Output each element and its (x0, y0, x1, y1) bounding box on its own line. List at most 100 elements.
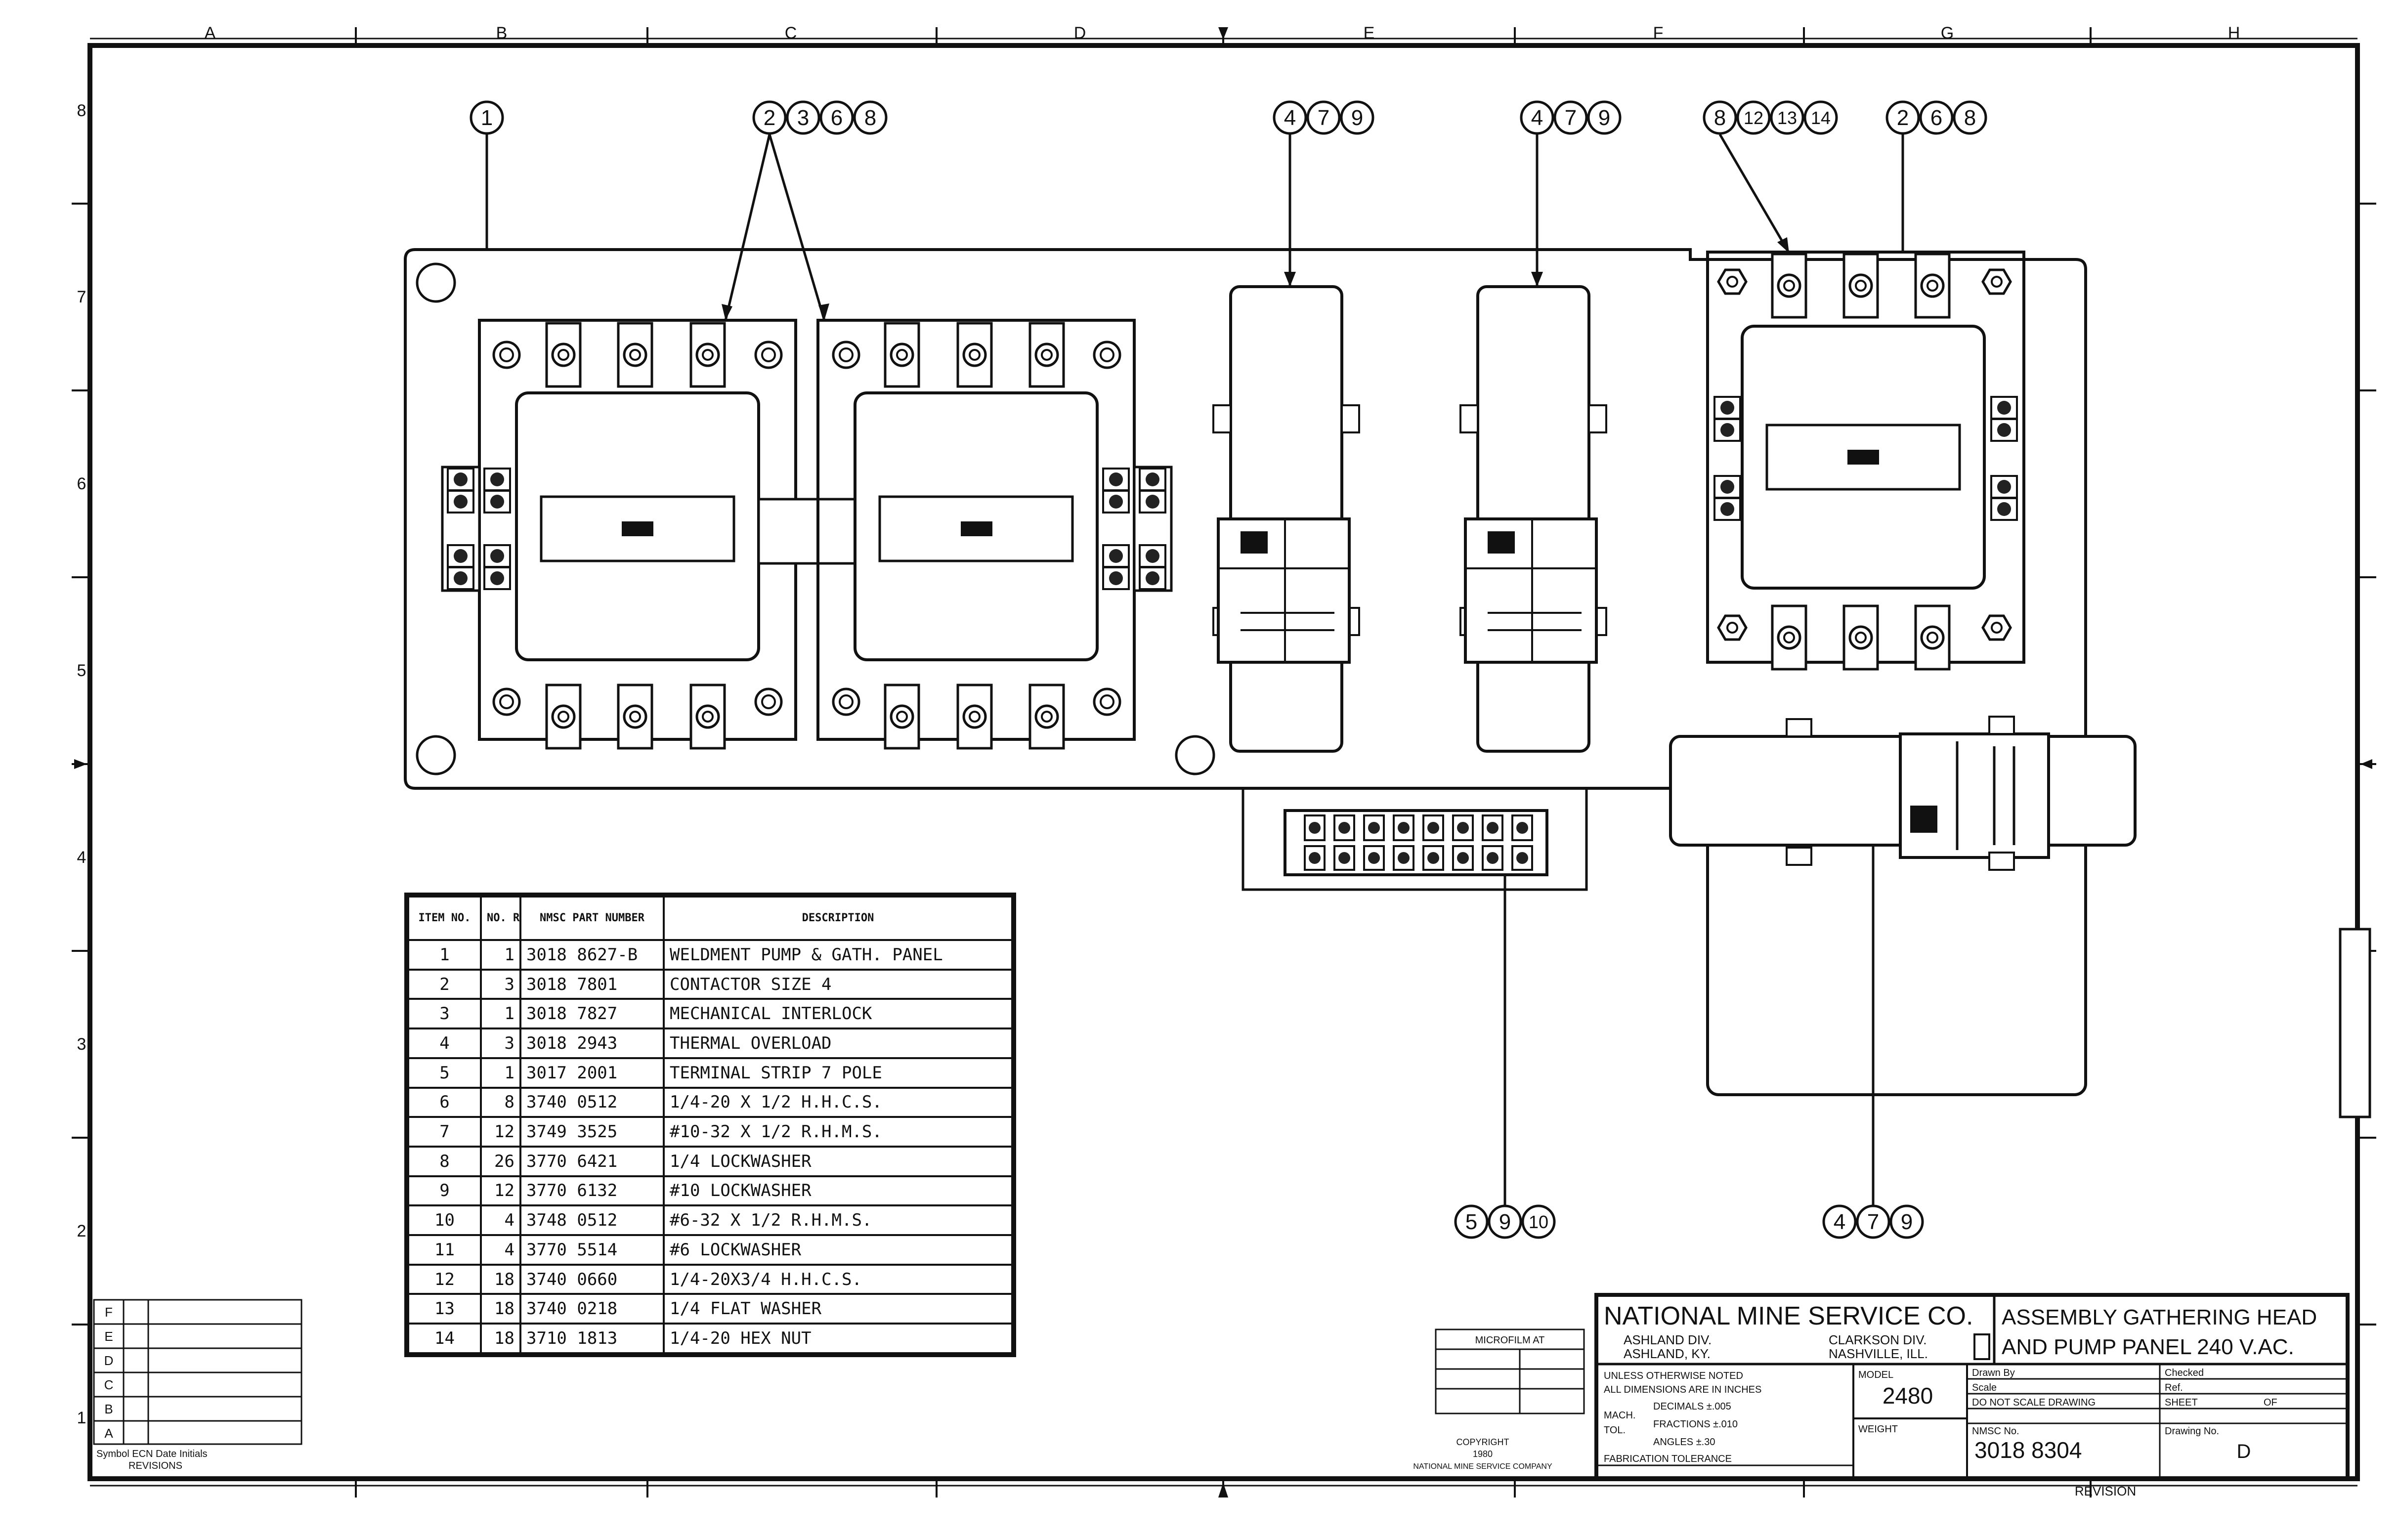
thermal-overload-3 (1669, 716, 2137, 1096)
bom-qty: 12 (480, 1175, 521, 1207)
bom-part: 3770 6421 (519, 1145, 665, 1177)
balloon-item-4: 4 (1834, 1210, 1845, 1234)
bom-header-qty: NO. REQD. (480, 894, 521, 941)
zone-col-e: E (1364, 24, 1375, 43)
zone-row-5: 5 (77, 661, 86, 680)
bom-item: 13 (406, 1293, 482, 1325)
bom-desc: #10 LOCKWASHER (663, 1175, 1015, 1207)
zone-row-1: 1 (77, 1409, 86, 1427)
tolerance-angles: ANGLES ±.30 (1653, 1437, 1715, 1448)
bill-of-materials: ITEM NO. NO. REQD. NMSC PART NUMBER DESC… (404, 893, 1016, 1357)
balloon-item-10: 10 (1529, 1212, 1548, 1232)
balloon-item-12: 12 (1744, 108, 1763, 128)
balloon-item-13: 13 (1777, 108, 1797, 128)
bom-qty: 12 (480, 1116, 521, 1148)
balloon-item-6: 6 (1930, 106, 1942, 130)
copyright-holder: NATIONAL MINE SERVICE COMPANY (1413, 1462, 1552, 1471)
revision-label: REVISION (2075, 1484, 2136, 1498)
thermal-overload-1 (1212, 285, 1360, 753)
drawing-size: D (2237, 1441, 2251, 1462)
scale-label: Scale (1972, 1382, 1997, 1393)
bom-qty: 1 (480, 1057, 521, 1089)
sheet-of-label: OF (2264, 1397, 2277, 1408)
revision-letter-f: F (105, 1305, 113, 1320)
bom-item: 10 (406, 1204, 482, 1237)
bom-desc: MECHANICAL INTERLOCK (663, 998, 1015, 1030)
bom-item: 8 (406, 1145, 482, 1177)
bom-desc: WELDMENT PUMP & GATH. PANEL (663, 939, 1015, 971)
balloon-item-7: 7 (1318, 106, 1329, 130)
revisions-label: REVISIONS (128, 1460, 182, 1471)
contactor-1 (441, 319, 797, 748)
bom-item: 9 (406, 1175, 482, 1207)
model-number: 2480 (1883, 1383, 1933, 1409)
bom-desc: CONTACTOR SIZE 4 (663, 968, 1015, 1000)
bom-desc: #10-32 X 1/2 R.H.M.S. (663, 1116, 1015, 1148)
bom-part: 3740 0218 (519, 1293, 665, 1325)
bom-item: 11 (406, 1234, 482, 1266)
balloon-item-2: 2 (1897, 106, 1909, 130)
balloon-item-4: 4 (1284, 106, 1296, 130)
tolerance-note-2: ALL DIMENSIONS ARE IN INCHES (1604, 1384, 1761, 1395)
bom-qty: 4 (480, 1234, 521, 1266)
clarkson-location: NASHVILLE, ILL. (1829, 1346, 1928, 1361)
bom-part: 3740 0512 (519, 1086, 665, 1118)
balloon-item-8: 8 (1714, 106, 1726, 130)
bom-item: 3 (406, 998, 482, 1030)
bom-header-item: ITEM NO. (406, 894, 482, 941)
balloon-item-2: 2 (764, 106, 775, 130)
ashland-location: ASHLAND, KY. (1624, 1346, 1711, 1361)
bom-item: 1 (406, 939, 482, 971)
bom-desc: 1/4 FLAT WASHER (663, 1293, 1015, 1325)
microfilm-label: MICROFILM AT (1475, 1335, 1545, 1346)
revision-footer: Symbol ECN Date Initials (96, 1449, 208, 1459)
bom-desc: #6 LOCKWASHER (663, 1234, 1015, 1266)
tolerance-note-1: UNLESS OTHERWISE NOTED (1604, 1370, 1743, 1381)
model-label: MODEL (1858, 1369, 1893, 1380)
balloon-item-3: 3 (797, 106, 809, 130)
bom-part: 3749 3525 (519, 1116, 665, 1148)
zone-row-7: 7 (77, 288, 86, 306)
bom-part: 3018 8627-B (519, 939, 665, 971)
item-balloons (470, 100, 1987, 1239)
balloon-item-9: 9 (1351, 106, 1363, 130)
zone-col-b: B (496, 24, 508, 43)
bom-header-desc: DESCRIPTION (663, 894, 1015, 941)
zone-col-g: G (1941, 24, 1954, 43)
bom-part: 3018 7827 (519, 998, 665, 1030)
bom-part: 3017 2001 (519, 1057, 665, 1089)
balloon-item-1: 1 (481, 106, 493, 130)
clarkson-division: CLARKSON DIV. (1829, 1332, 1927, 1347)
bom-part: 3018 7801 (519, 968, 665, 1000)
bom-item: 12 (406, 1263, 482, 1295)
sheet-label: SHEET (2165, 1397, 2198, 1408)
bom-item: 5 (406, 1057, 482, 1089)
bom-item: 2 (406, 968, 482, 1000)
zone-row-4: 4 (77, 848, 86, 867)
zone-col-d: D (1074, 24, 1086, 43)
bom-item: 6 (406, 1086, 482, 1118)
nmsc-number: 3018 8304 (1974, 1437, 2082, 1463)
bom-item: 14 (406, 1323, 482, 1356)
bom-desc: THERMAL OVERLOAD (663, 1027, 1015, 1059)
zone-row-2: 2 (77, 1222, 86, 1241)
tolerance-decimals: DECIMALS ±.005 (1653, 1401, 1731, 1412)
mechanical-interlock (757, 498, 856, 565)
bom-qty: 1 (480, 998, 521, 1030)
bom-desc: 1/4-20X3/4 H.H.C.S. (663, 1263, 1015, 1295)
revision-block (93, 1299, 302, 1445)
drawn-by-label: Drawn By (1972, 1368, 2015, 1378)
bom-item: 7 (406, 1116, 482, 1148)
revision-letter-e: E (104, 1329, 113, 1344)
zone-row-3: 3 (77, 1035, 86, 1054)
